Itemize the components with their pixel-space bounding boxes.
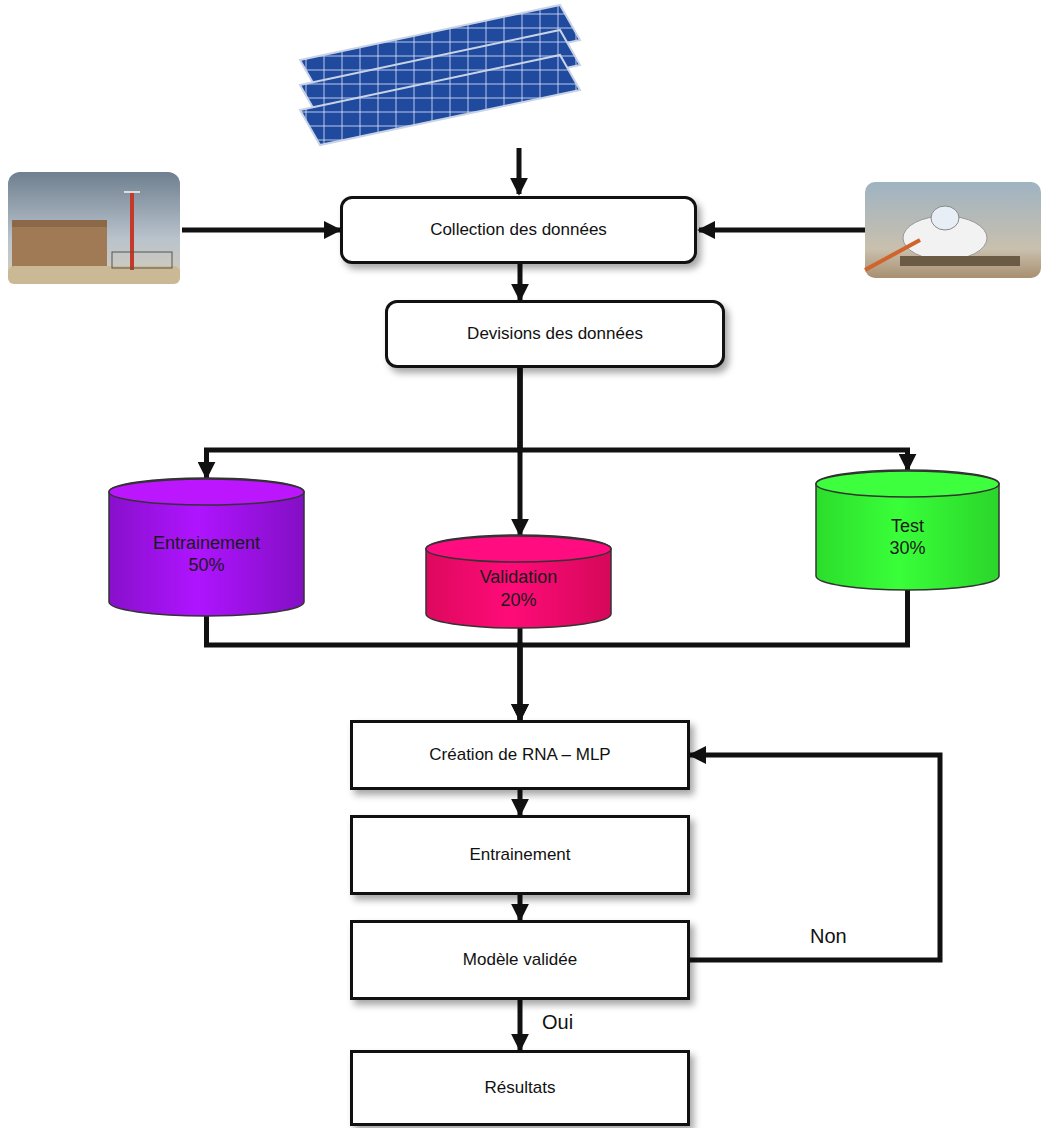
pyranometer-photo	[865, 182, 1041, 278]
photo-frame	[8, 172, 180, 284]
node-text: Entrainement 50%	[142, 518, 272, 577]
flow-arrow	[207, 368, 521, 478]
ground	[8, 266, 180, 284]
node-text: Devisions des données	[467, 323, 643, 344]
cylinder-top	[816, 471, 999, 497]
roof	[12, 220, 107, 227]
cylinder-body	[109, 478, 304, 616]
flow-arrow	[518, 895, 523, 920]
node-text: Collection des données	[430, 219, 607, 240]
node-text: Validation 20%	[469, 552, 569, 611]
flow-arrow	[518, 790, 523, 815]
input-arrow	[182, 228, 340, 233]
result-box: Résultats	[350, 1050, 690, 1126]
cylinder-body	[426, 535, 611, 628]
photo-frame	[865, 182, 1041, 278]
node-text: Création de RNA – MLP	[429, 744, 610, 765]
process-box: Devisions des données	[385, 300, 725, 368]
node-text: Test 30%	[878, 501, 938, 560]
data-cylinder: Validation 20%	[425, 535, 612, 628]
mast-top	[124, 191, 140, 193]
process-box: Création de RNA – MLP	[350, 720, 690, 790]
flow-arrow	[690, 755, 940, 960]
mast	[130, 192, 134, 270]
flow-arrow	[207, 616, 521, 720]
edge-label: Oui	[540, 1010, 575, 1034]
sensor-dome	[931, 206, 959, 230]
panel-sheet	[300, 55, 580, 145]
cylinder-top	[109, 479, 304, 505]
edge-label: Non	[808, 924, 849, 948]
cylinder-top	[426, 536, 611, 562]
data-cylinder: Entrainement 50%	[108, 478, 305, 616]
process-box: Entrainement	[350, 815, 690, 895]
node-text: Entrainement	[469, 844, 570, 865]
solar-panel	[300, 5, 580, 145]
mast-photo	[8, 172, 180, 284]
input-arrow	[699, 228, 865, 233]
flow-arrow	[520, 368, 908, 470]
cable	[865, 240, 920, 270]
node-text: Modèle validée	[463, 949, 577, 970]
data-cylinder: Test 30%	[815, 470, 1000, 590]
flow-arrow	[518, 1000, 523, 1050]
node-text: Résultats	[485, 1077, 556, 1098]
process-box: Collection des données	[340, 196, 697, 264]
flow-arrow	[518, 264, 523, 300]
sensor-mount	[900, 256, 1020, 266]
cylinder-body	[816, 470, 999, 590]
building	[12, 225, 107, 270]
fence	[112, 252, 172, 268]
decision-box: Modèle validée	[350, 920, 690, 1000]
input-arrow	[517, 148, 522, 194]
